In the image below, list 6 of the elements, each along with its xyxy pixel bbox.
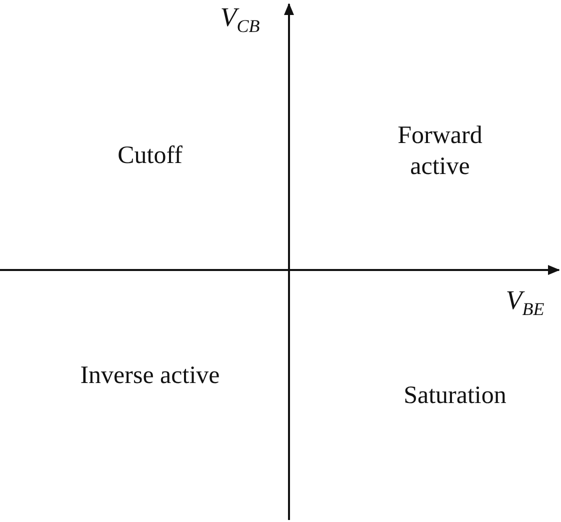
axis-label: V$_{CB}$ bbox=[219, 2, 261, 38]
region-label: Cutoff bbox=[116, 141, 184, 171]
region-label: Inverse active bbox=[80, 361, 220, 391]
region-label: Saturation bbox=[402, 381, 508, 411]
axis-label: V$_{BE}$ bbox=[504, 285, 546, 321]
region-label: Forward active bbox=[396, 121, 484, 182]
